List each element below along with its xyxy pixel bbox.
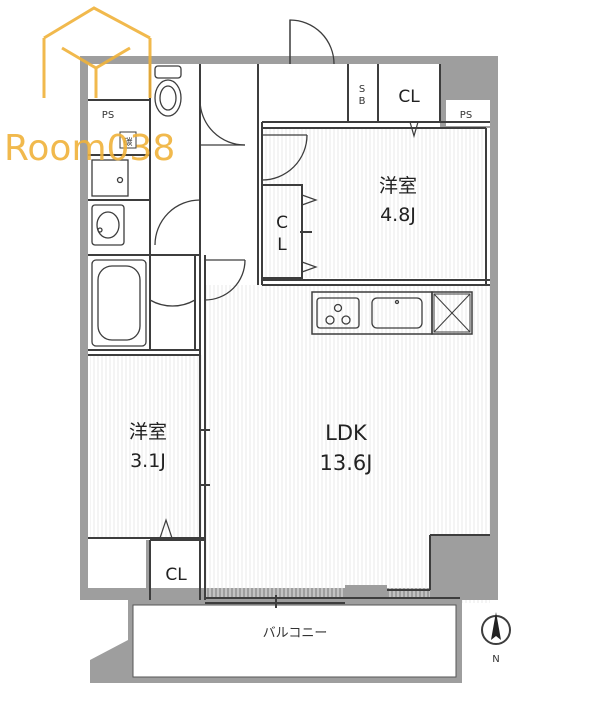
- right-ps-wall: [440, 56, 498, 128]
- closet-label-bottom: CL: [165, 565, 187, 585]
- balcony: [90, 598, 462, 683]
- closet-label-side-l: L: [277, 235, 287, 255]
- fridge-space-icon: [433, 293, 471, 333]
- house-logo-icon: [42, 6, 152, 98]
- washbasin-icon: [91, 204, 125, 246]
- north-arrow-icon: N: [481, 612, 511, 665]
- toilet-icon: [154, 65, 182, 117]
- closet-marks: [159, 121, 419, 539]
- room-size-western-left: 3.1J: [130, 450, 166, 472]
- room-name-western-upper: 洋室: [379, 175, 417, 197]
- closet-label-top: CL: [398, 87, 420, 107]
- bottom-wall-steps: [80, 535, 498, 600]
- shoebox-label-s: S: [359, 84, 365, 95]
- washing-machine-icon: [91, 159, 129, 197]
- ps-label-left: PS: [102, 110, 114, 121]
- ps-label-right: PS: [460, 110, 472, 121]
- bathtub-icon: [91, 259, 147, 347]
- doors: [149, 19, 335, 307]
- room-name-western-left: 洋室: [129, 421, 167, 443]
- window-marks: [200, 231, 312, 608]
- meter-label: 碳: [123, 136, 132, 148]
- balcony-label: バルコニー: [263, 626, 328, 641]
- floor-area: [88, 64, 490, 603]
- room-size-ldk: 13.6J: [320, 451, 373, 475]
- sink-icon: [371, 297, 423, 329]
- watermark-text: Room038: [4, 128, 175, 169]
- room-name-ldk: LDK: [325, 421, 368, 445]
- interior-partitions: [88, 64, 490, 604]
- meter-box: 碳: [119, 131, 137, 149]
- closet-label-side-c: C: [276, 213, 288, 233]
- north-label: N: [492, 654, 499, 665]
- stove-icon: [316, 297, 360, 329]
- shoebox-label-b: B: [359, 96, 366, 107]
- room-size-western-upper: 4.8J: [380, 204, 416, 226]
